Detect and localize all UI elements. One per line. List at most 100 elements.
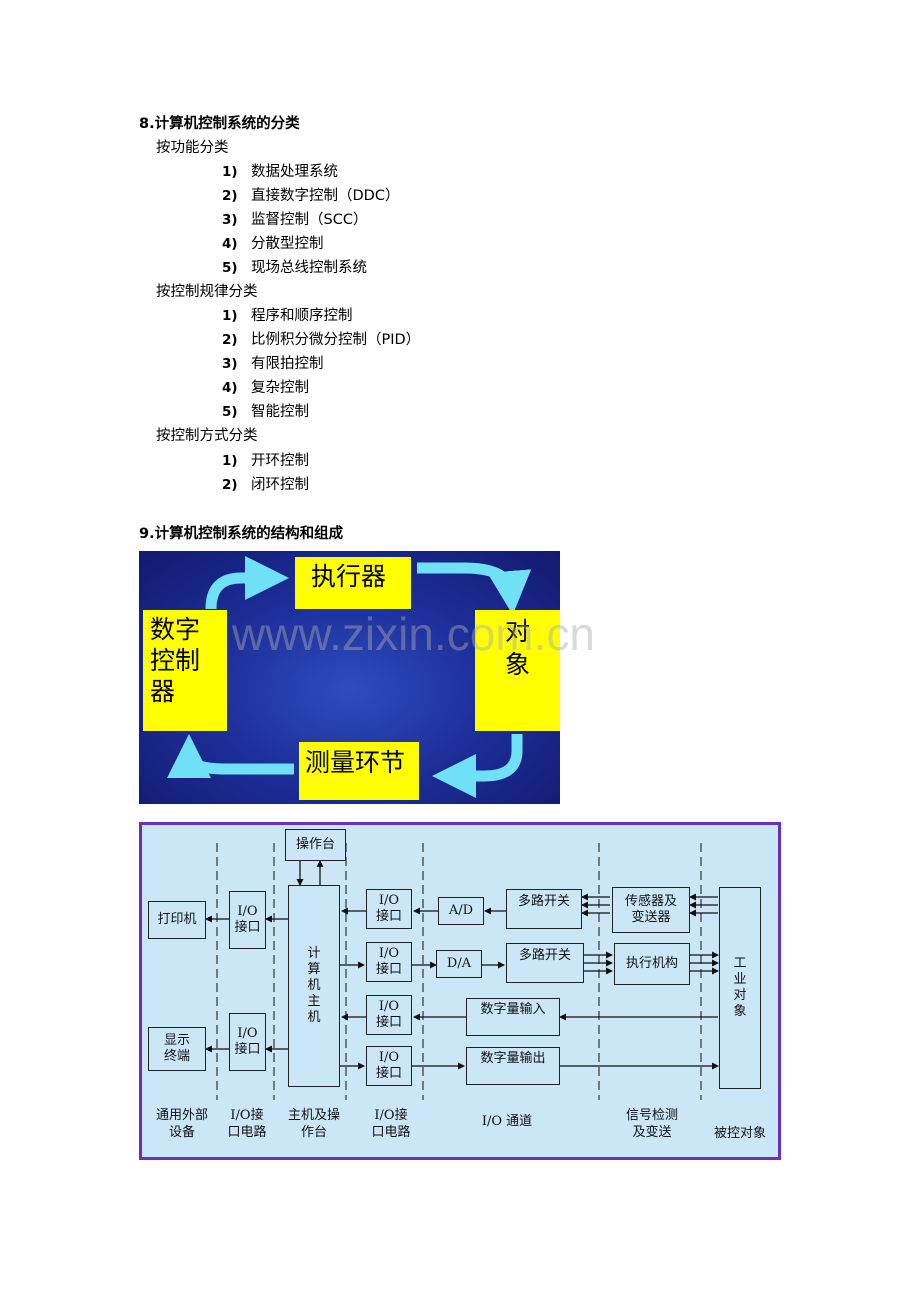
industrial-object-box: 工 业 对 象 (719, 887, 761, 1089)
ad-label: A/D (448, 903, 474, 918)
actuator-mechanism-label: 执行机构 (625, 956, 678, 971)
io-label: I/O (237, 1026, 258, 1041)
display-label: 显示 (163, 1033, 190, 1048)
column-label: I/O接 口电路 (218, 1107, 276, 1141)
digital-output-box: 数字量输出 (466, 1047, 560, 1085)
arrow-measure-to-controller (167, 734, 294, 779)
control-loop-figure: 执行器 数字 控制 器 对 象 测量环节 (139, 551, 560, 804)
arrow-actuator-to-object (417, 562, 532, 615)
object-label: 对 (505, 617, 531, 646)
list-item: 闭环控制 (251, 477, 309, 493)
list-item: 复杂控制 (251, 380, 309, 396)
host-computer-box: 计 算 机 主 机 (288, 885, 340, 1087)
controller-box: 数字 控制 器 (143, 610, 227, 731)
ad-converter-box: A/D (438, 897, 484, 925)
structure-figure: 操作台 打印机 显示 终端 I/O 接口 I/O 接口 计 算 机 主 机 I/… (139, 822, 781, 1160)
actuator-box: 执行器 (295, 557, 411, 609)
list-number: 1) (222, 308, 238, 324)
column-label: 被控对象 (702, 1125, 778, 1142)
da-converter-box: D/A (436, 950, 482, 978)
column-label-line: 设备 (168, 1125, 195, 1140)
io-interface-box: I/O 接口 (229, 1013, 266, 1071)
column-label: 信号检测 及变送 (612, 1107, 692, 1141)
column-label-line: 信号检测 (625, 1108, 678, 1123)
io-label: I/O (378, 1050, 400, 1065)
measure-label: 测量环节 (305, 748, 406, 777)
loop-arrows (167, 556, 532, 798)
list-number: 2) (222, 477, 238, 493)
column-label-line: 口电路 (371, 1125, 411, 1140)
list-item: 监督控制（SCC） (251, 212, 368, 228)
io-interface-box: I/O 接口 (229, 891, 266, 949)
arrow-object-to-measure (432, 734, 523, 798)
multiplexer-box: 多路开关 (506, 889, 582, 929)
structure-lines (205, 843, 719, 1100)
plant-label: 对 (733, 988, 747, 1003)
sensor-transmitter-box: 传感器及 变送器 (612, 887, 690, 933)
plant-label: 工 (733, 956, 747, 971)
plant-label: 业 (733, 972, 747, 987)
controller-label: 数字 (150, 615, 201, 644)
host-label: 主 (307, 994, 321, 1009)
io-interface-box: I/O 接口 (366, 889, 412, 929)
section-8-title: 8.计算机控制系统的分类 (139, 116, 300, 132)
mux-label: 多路开关 (518, 948, 571, 963)
io-label: I/O (378, 893, 400, 908)
object-label: 象 (505, 650, 531, 679)
console-label: 操作台 (295, 837, 335, 852)
column-label: 主机及操 作台 (278, 1107, 350, 1141)
io-label: I/O (378, 946, 400, 961)
group-heading-law: 按控制规律分类 (156, 284, 258, 300)
da-label: D/A (446, 956, 472, 971)
io-label: 接口 (375, 909, 402, 924)
io-label: 接口 (234, 1042, 261, 1057)
list-number: 3) (222, 212, 238, 228)
list-number: 2) (222, 332, 238, 348)
digital-input-box: 数字量输入 (466, 998, 560, 1036)
column-label: I/O 通道 (462, 1113, 552, 1130)
section-9-title: 9.计算机控制系统的结构和组成 (139, 526, 344, 542)
list-item: 程序和顺序控制 (251, 308, 353, 324)
io-interface-box: I/O 接口 (366, 1046, 412, 1086)
list-item: 分散型控制 (251, 236, 324, 252)
list-item: 直接数字控制（DDC） (251, 188, 400, 204)
digital-output-label: 数字量输出 (480, 1051, 546, 1066)
list-number: 3) (222, 356, 238, 372)
list-number: 2) (222, 188, 238, 204)
column-label-line: I/O接 (230, 1108, 264, 1123)
host-label: 算 (307, 962, 321, 977)
io-label: 接口 (234, 920, 261, 935)
arrow-controller-to-actuator (205, 556, 289, 610)
list-number: 4) (222, 236, 238, 252)
display-terminal-box: 显示 终端 (148, 1027, 206, 1071)
sensor-label: 传感器及 (624, 894, 677, 909)
controller-label: 控制 (150, 646, 201, 675)
multiplexer-box: 多路开关 (506, 943, 584, 983)
column-label-line: 通用外部 (155, 1108, 208, 1123)
list-item: 数据处理系统 (251, 164, 338, 180)
list-item: 开环控制 (251, 453, 309, 469)
digital-input-label: 数字量输入 (480, 1002, 546, 1017)
list-item: 比例积分微分控制（PID） (251, 332, 421, 348)
io-label: 接口 (375, 1066, 402, 1081)
io-interface-box: I/O 接口 (366, 995, 412, 1035)
column-label-line: 作台 (300, 1125, 327, 1140)
io-label: 接口 (375, 1015, 402, 1030)
actuator-mechanism-box: 执行机构 (614, 943, 690, 985)
group-heading-mode: 按控制方式分类 (156, 428, 258, 444)
host-label: 计 (307, 946, 321, 961)
column-label: 通用外部 设备 (146, 1107, 218, 1141)
list-number: 5) (222, 404, 238, 420)
io-interface-box: I/O 接口 (366, 942, 412, 982)
io-label: I/O (378, 999, 400, 1014)
column-label-line: 被控对象 (713, 1126, 766, 1141)
mux-label: 多路开关 (517, 894, 570, 909)
plant-label: 象 (733, 1004, 747, 1019)
host-label: 机 (307, 978, 321, 993)
sensor-label: 变送器 (631, 910, 671, 925)
display-label: 终端 (163, 1049, 190, 1064)
printer-label: 打印机 (157, 912, 197, 927)
column-label-line: 及变送 (632, 1125, 672, 1140)
column-label-line: I/O接 (374, 1108, 408, 1123)
column-label-line: 主机及操 (287, 1108, 340, 1123)
